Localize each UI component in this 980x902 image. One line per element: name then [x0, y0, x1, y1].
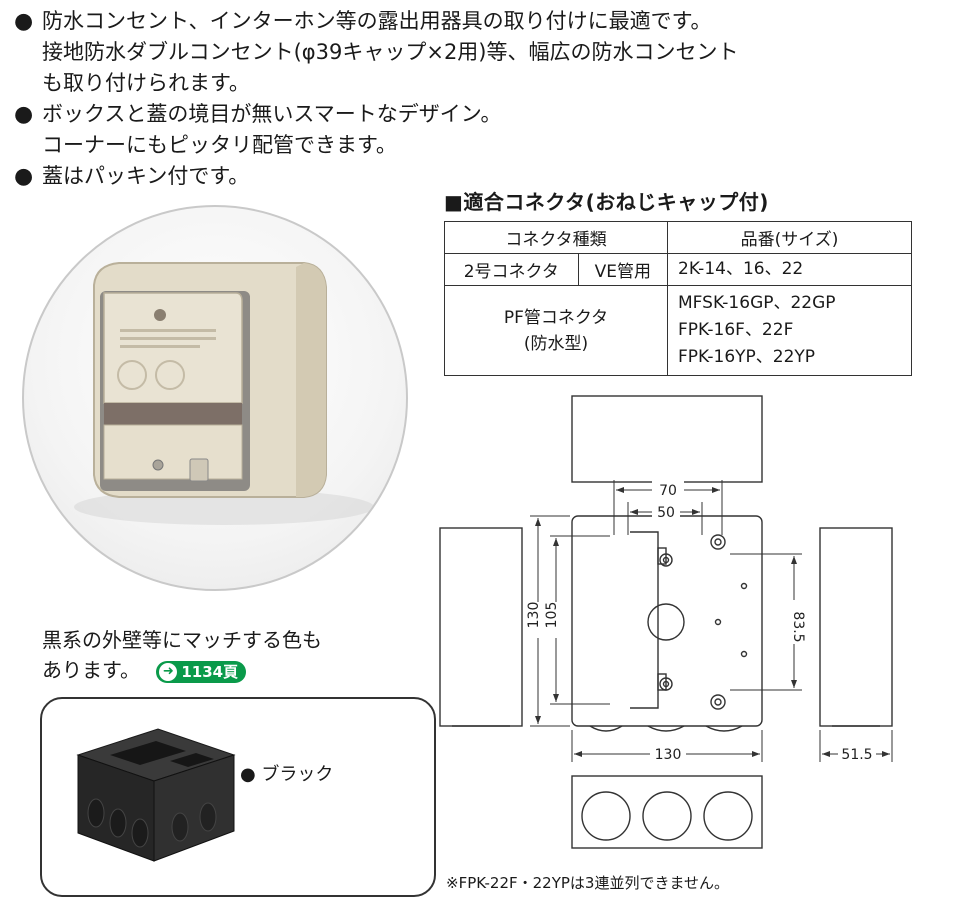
- bottom-view: [571, 775, 763, 849]
- page-ref-link[interactable]: ➜ 1134頁: [156, 660, 247, 683]
- part-number: FPK-16F、22F: [678, 320, 794, 340]
- connector-type: PF管コネクタ (防水型): [444, 285, 668, 376]
- dim-130-vertical: 130: [526, 602, 542, 629]
- part-number: 2K-14、16、22: [667, 253, 912, 286]
- connector-table-title: ■適合コネクタ(おねじキャップ付): [444, 190, 769, 214]
- connector-type-line: PF管コネクタ: [503, 307, 609, 328]
- black-variant-note: 黒系の外壁等にマッチする色も あります。 ➜ 1134頁: [42, 625, 322, 685]
- feature-item: ● ボックスと蓋の境目が無いスマートなデザイン。 コーナーにもピッタリ配管できま…: [14, 99, 974, 161]
- feature-line: も取り付けられます。: [42, 71, 250, 95]
- bullet: ●: [14, 9, 34, 34]
- feature-line: ボックスと蓋の境目が無いスマートなデザイン。: [42, 102, 502, 126]
- connector-table: コネクタ種類 品番(サイズ) 2号コネクタ VE管用 2K-14、16、22 P…: [444, 221, 912, 376]
- dimension-drawing: 70 50 130 105 83.5 130 51.5: [439, 395, 893, 849]
- dim-70: 70: [659, 483, 677, 499]
- part-number-list: MFSK-16GP、22GP FPK-16F、22F FPK-16YP、22YP: [667, 285, 912, 376]
- feature-line: 防水コンセント、インターホン等の露出用器具の取り付けに最適です。: [42, 9, 712, 33]
- dim-83-5: 83.5: [790, 611, 806, 642]
- black-note-line: あります。 ➜ 1134頁: [42, 655, 322, 685]
- dim-50: 50: [657, 505, 675, 521]
- bullet: ●: [14, 102, 34, 127]
- black-note-text: あります。: [42, 658, 140, 682]
- feature-line: 接地防水ダブルコンセント(φ39キャップ×2用)等、幅広の防水コンセント: [42, 40, 739, 64]
- footnote: ※FPK-22F・22YPは3連並列できません。: [446, 874, 730, 892]
- dim-51-5: 51.5: [841, 747, 872, 763]
- left-side-view: [439, 527, 523, 727]
- right-side-view: [819, 527, 893, 727]
- waterproof-box-illustration: [74, 262, 374, 525]
- black-box-illustration: [76, 728, 236, 862]
- bullet: ●: [14, 164, 34, 189]
- top-view: [571, 395, 763, 483]
- front-view: [571, 515, 763, 727]
- page-ref-label: 1134頁: [181, 662, 239, 681]
- table-row: PF管コネクタ (防水型) MFSK-16GP、22GP FPK-16F、22F…: [444, 285, 912, 376]
- table-row: 2号コネクタ VE管用 2K-14、16、22: [444, 253, 912, 286]
- dim-105: 105: [544, 602, 560, 629]
- connector-type: 2号コネクタ: [444, 253, 579, 286]
- black-variant-label: ● ブラック: [240, 764, 334, 785]
- column-header: コネクタ種類: [444, 221, 668, 254]
- table-header-row: コネクタ種類 品番(サイズ): [444, 221, 912, 254]
- connector-subtype: VE管用: [577, 253, 669, 286]
- black-variant-box: [40, 697, 436, 897]
- black-note-line: 黒系の外壁等にマッチする色も: [42, 628, 322, 652]
- feature-list: ● 防水コンセント、インターホン等の露出用器具の取り付けに最適です。 接地防水ダ…: [14, 6, 974, 192]
- product-photo: [22, 205, 408, 591]
- part-number: MFSK-16GP、22GP: [678, 293, 836, 313]
- arrow-right-icon: ➜: [159, 662, 178, 681]
- column-header: 品番(サイズ): [667, 221, 912, 254]
- feature-item: ● 蓋はパッキン付です。: [14, 161, 974, 192]
- feature-line: 蓋はパッキン付です。: [42, 164, 250, 188]
- dim-130-horizontal: 130: [655, 747, 682, 763]
- part-number: FPK-16YP、22YP: [678, 347, 816, 367]
- feature-line: コーナーにもピッタリ配管できます。: [42, 133, 397, 157]
- connector-type-line: (防水型): [523, 333, 589, 354]
- feature-item: ● 防水コンセント、インターホン等の露出用器具の取り付けに最適です。 接地防水ダ…: [14, 6, 974, 99]
